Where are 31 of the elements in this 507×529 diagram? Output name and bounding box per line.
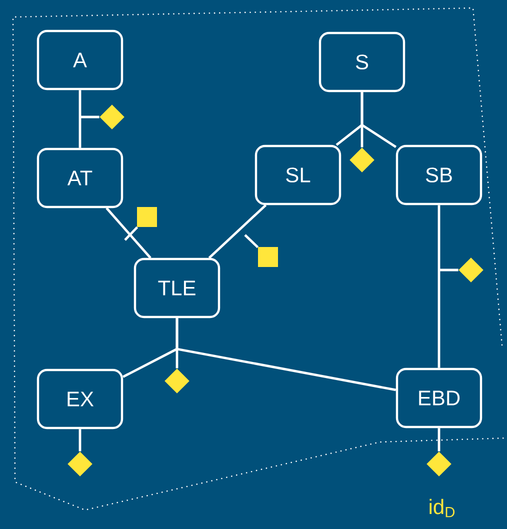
entity-box: EX [36, 368, 124, 430]
connector-line [176, 349, 178, 368]
connector-line [438, 428, 440, 452]
connector-line [360, 125, 364, 148]
connector-line [208, 204, 267, 259]
diamond-marker [164, 368, 190, 394]
entity-box: SL [254, 144, 342, 206]
entity-box: AT [36, 148, 124, 208]
square-marker [137, 207, 157, 227]
attribute-label: id$_{D}$ [430, 498, 455, 518]
diamond-marker [350, 148, 374, 172]
connector-line [439, 268, 458, 272]
connector-line [106, 207, 152, 259]
diamond-marker [426, 452, 452, 476]
entity-box: S [318, 32, 406, 92]
entity-box: SB [396, 144, 482, 206]
square-marker [258, 247, 278, 267]
connector-line [176, 318, 396, 392]
entity-box: EBD [396, 368, 482, 428]
connector-line [124, 226, 138, 241]
connector-line [78, 429, 82, 452]
entity-box: TLE [134, 258, 220, 318]
diamond-marker [68, 452, 92, 476]
connector-line [244, 234, 259, 248]
diamond-marker [458, 258, 484, 282]
connector-line [78, 90, 82, 148]
connector-line [360, 92, 397, 148]
connector-line [80, 116, 100, 118]
diamond-marker [100, 104, 124, 130]
connector-line [438, 205, 440, 368]
entity-box: A [36, 30, 124, 90]
